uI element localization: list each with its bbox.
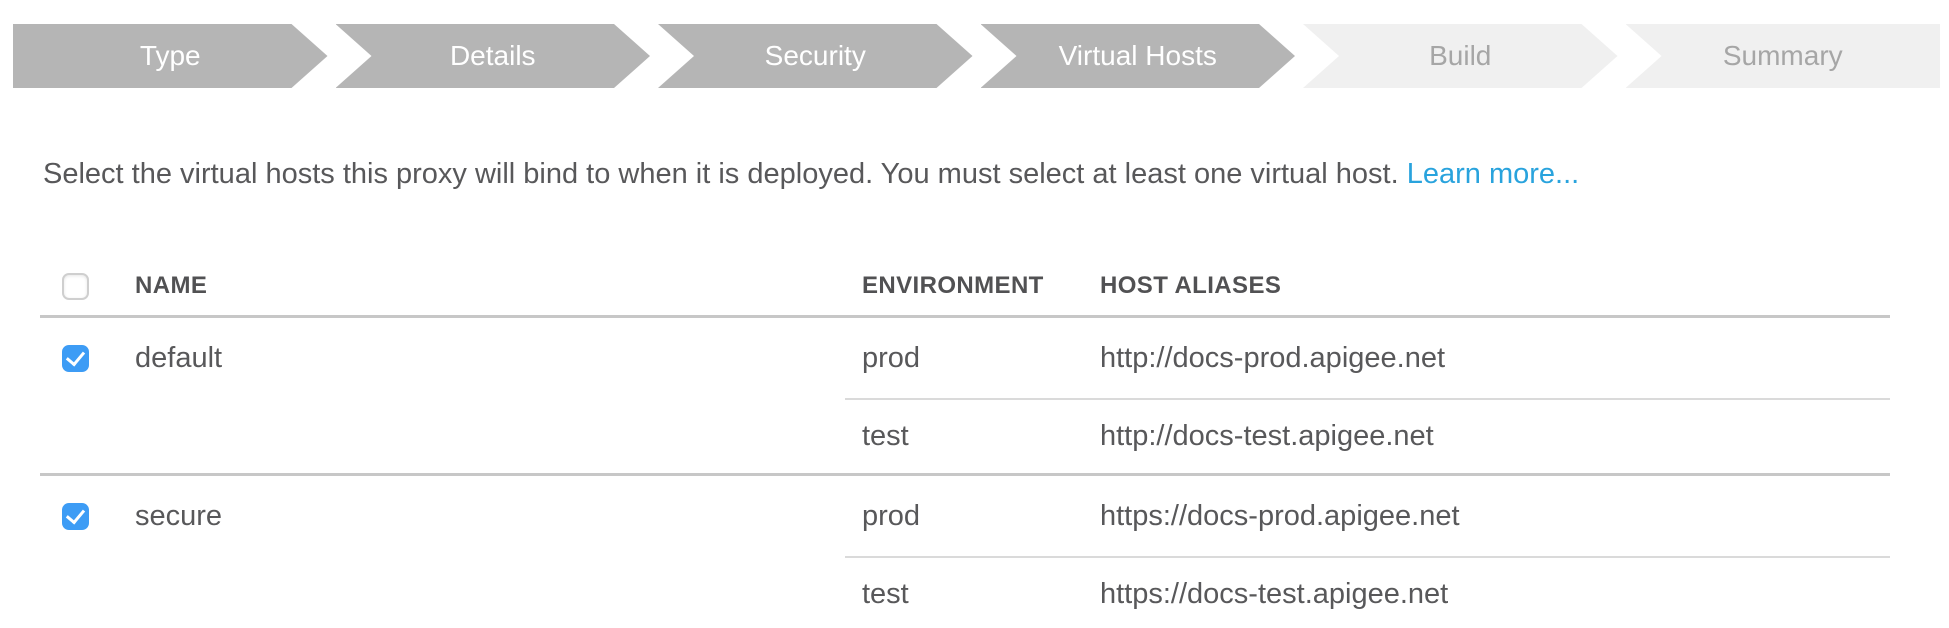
row-checkbox-default[interactable] bbox=[62, 344, 89, 372]
group-divider bbox=[40, 473, 1890, 476]
instruction-sentence: Select the virtual hosts this proxy will… bbox=[43, 158, 1407, 190]
wizard-step-security[interactable]: Security bbox=[658, 24, 973, 88]
wizard-steps-bar: Type Details Security Virtual Hosts Buil… bbox=[13, 24, 1940, 88]
wizard-step-build[interactable]: Build bbox=[1303, 24, 1618, 88]
environment-value: prod bbox=[862, 341, 921, 374]
column-header-host-aliases: HOST ALIASES bbox=[1100, 272, 1282, 299]
learn-more-link[interactable]: Learn more... bbox=[1406, 158, 1580, 190]
virtual-host-group-secure: secure prod https://docs-prod.apigee.net… bbox=[40, 476, 1890, 628]
environment-value: test bbox=[845, 556, 1100, 628]
table-subrow: test http://docs-test.apigee.net bbox=[40, 398, 1890, 473]
column-header-name: NAME bbox=[135, 272, 208, 299]
wizard-step-type[interactable]: Type bbox=[13, 24, 328, 88]
instruction-text: Select the virtual hosts this proxy will… bbox=[43, 158, 1906, 191]
host-alias-value: http://docs-prod.apigee.net bbox=[1100, 341, 1446, 374]
virtual-host-name: secure bbox=[135, 499, 223, 532]
wizard-step-summary[interactable]: Summary bbox=[1625, 24, 1940, 88]
host-alias-value: https://docs-test.apigee.net bbox=[1100, 556, 1890, 628]
virtual-host-group-default: default prod http://docs-prod.apigee.net… bbox=[40, 318, 1890, 473]
column-header-environment: ENVIRONMENT bbox=[862, 272, 1044, 299]
table-header-row: NAME ENVIRONMENT HOST ALIASES bbox=[40, 257, 1890, 318]
wizard-step-details[interactable]: Details bbox=[336, 24, 651, 88]
virtual-host-name: default bbox=[135, 341, 223, 374]
virtual-hosts-table: NAME ENVIRONMENT HOST ALIASES default pr… bbox=[40, 257, 1890, 628]
wizard-step-virtual-hosts[interactable]: Virtual Hosts bbox=[981, 24, 1296, 88]
host-alias-value: http://docs-test.apigee.net bbox=[1100, 398, 1890, 473]
environment-value: prod bbox=[862, 499, 921, 532]
table-row: default prod http://docs-prod.apigee.net bbox=[40, 318, 1890, 398]
row-checkbox-secure[interactable] bbox=[62, 502, 89, 530]
environment-value: test bbox=[845, 398, 1100, 473]
host-alias-value: https://docs-prod.apigee.net bbox=[1100, 499, 1460, 532]
select-all-checkbox[interactable] bbox=[62, 272, 89, 300]
table-subrow: test https://docs-test.apigee.net bbox=[40, 556, 1890, 628]
table-row: secure prod https://docs-prod.apigee.net bbox=[40, 476, 1890, 556]
